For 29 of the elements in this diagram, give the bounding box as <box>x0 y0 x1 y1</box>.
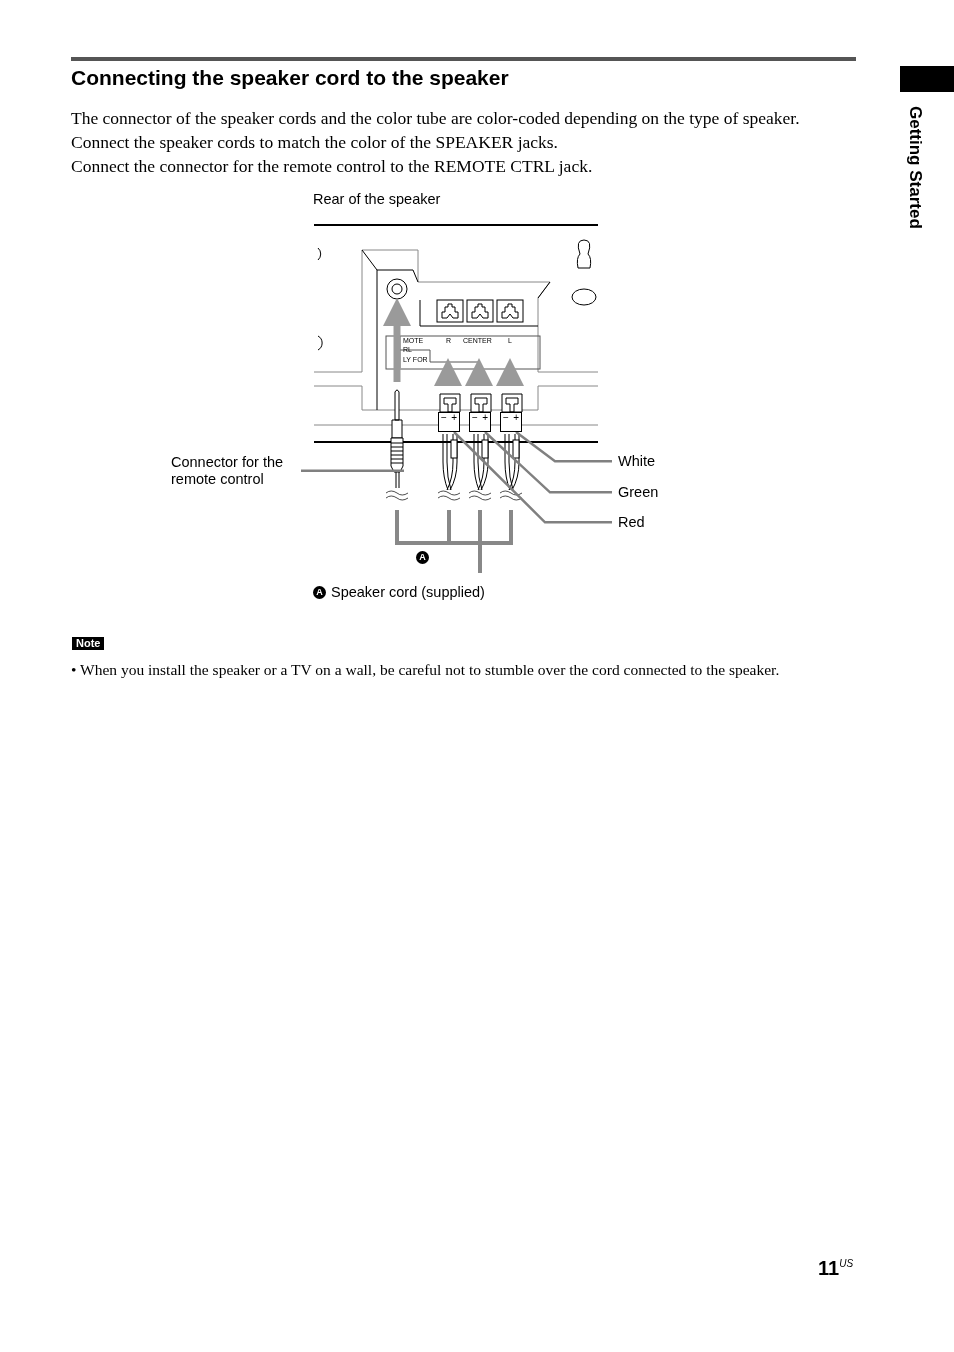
leader-line <box>484 431 612 494</box>
paragraph: Connect the connector for the remote control to the REMOTE CTRL jack. <box>71 156 593 177</box>
note-text: • When you install the speaker or a TV on a wall, be careful not to stumble over the cord connected to the speaker. <box>71 661 780 679</box>
speaker-plug <box>469 412 491 432</box>
leader-line <box>515 431 612 463</box>
callout-label: Connector for the remote control <box>171 454 297 488</box>
polarity-sign: + <box>451 413 457 423</box>
figure-caption: Rear of the speaker <box>313 191 441 208</box>
section-tab-label: Getting Started <box>905 106 925 229</box>
callout-label: Green <box>618 484 668 501</box>
legend-text: Speaker cord (supplied) <box>331 584 485 601</box>
polarity-sign: − <box>472 413 478 423</box>
paragraph: Connect the speaker cords to match the color of the SPEAKER jacks. <box>71 132 558 153</box>
leader-line <box>301 469 404 472</box>
polarity-sign: + <box>513 413 519 423</box>
paragraph: The connector of the speaker cords and the color tube are color-coded depending on the type of speaker. <box>71 108 800 129</box>
polarity-sign: + <box>482 413 488 423</box>
polarity-sign: − <box>503 413 509 423</box>
leader-line <box>453 431 612 524</box>
note-heading: Note <box>72 637 105 650</box>
callout-label: White <box>618 453 668 470</box>
speaker-plug <box>500 412 522 432</box>
callout-letter: A <box>416 551 429 564</box>
callout-letter: A <box>313 586 326 599</box>
polarity-sign: − <box>441 413 447 423</box>
callout-label: Red <box>618 514 668 531</box>
section-heading: Connecting the speaker cord to the speaker <box>71 66 509 91</box>
page-number: 11$^{US}$ <box>818 1257 854 1280</box>
speaker-plug <box>438 412 460 432</box>
